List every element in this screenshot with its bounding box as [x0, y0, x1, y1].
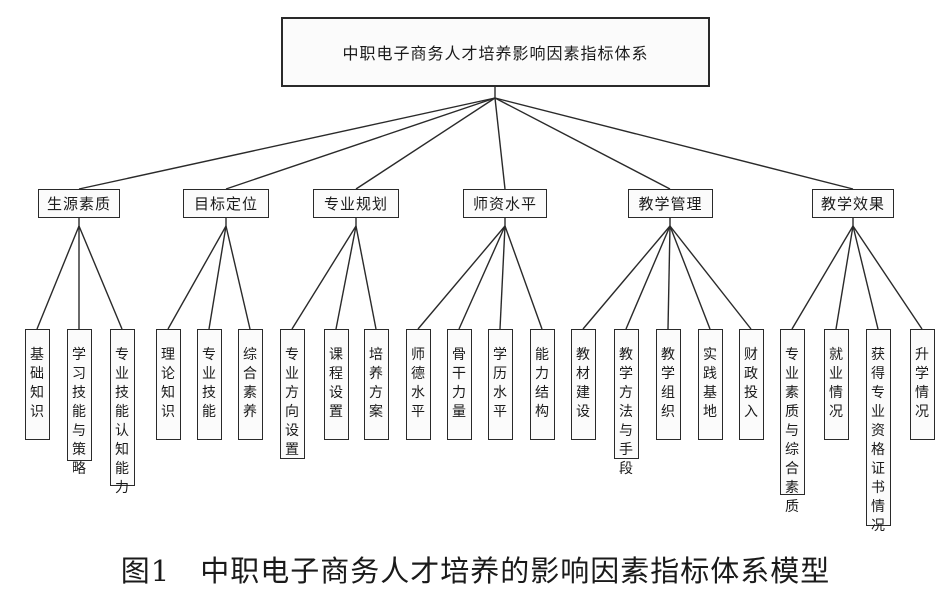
category-to-leaf-line: [291, 225, 357, 330]
leaf-node-4-4: 能力结构: [529, 329, 555, 440]
category-to-leaf-line: [36, 225, 80, 330]
category-node-1: 生源素质: [38, 189, 120, 218]
leaf-node-1-2: 学习技能与策略: [66, 329, 92, 477]
leaf-node-6-1: 专业素质与综合素质: [779, 329, 805, 515]
leaf-node-4-3: 学历水平: [487, 329, 513, 440]
category-to-leaf-line: [499, 225, 506, 330]
category-to-leaf-line: [835, 225, 854, 330]
leaf-node-2-2: 专业技能: [196, 329, 222, 440]
category-to-leaf-line: [504, 225, 543, 330]
category-to-leaf-line: [667, 225, 671, 330]
leaf-node-1-1: 基础知识: [24, 329, 50, 440]
category-to-leaf-line: [669, 225, 752, 330]
leaf-node-5-3: 教学组织: [655, 329, 681, 440]
leaf-node-6-3: 获得专业资格证书情况: [865, 329, 891, 534]
category-node-6: 教学效果: [812, 189, 894, 218]
root-to-category-line: [225, 97, 496, 190]
leaf-node-3-3: 培养方案: [363, 329, 389, 440]
leaf-node-3-1: 专业方向设置: [279, 329, 305, 459]
category-to-leaf-line: [458, 225, 506, 330]
category-to-leaf-line: [417, 225, 506, 330]
category-to-leaf-line: [167, 225, 227, 330]
category-to-leaf-line: [669, 225, 711, 330]
root-to-category-line: [355, 97, 496, 190]
leaf-node-2-1: 理论知识: [155, 329, 181, 440]
leaf-node-5-2: 教学方法与手段: [613, 329, 639, 477]
root-node: 中职电子商务人才培养影响因素指标体系: [281, 17, 710, 87]
leaf-node-5-1: 教材建设: [570, 329, 596, 440]
leaf-node-6-2: 就业情况: [823, 329, 849, 440]
category-to-leaf-line: [852, 225, 923, 330]
root-to-category-line: [494, 97, 854, 190]
category-node-5: 教学管理: [628, 189, 713, 218]
category-to-leaf-line: [625, 225, 671, 330]
category-to-leaf-line: [582, 225, 671, 330]
category-to-leaf-line: [225, 225, 251, 330]
figure-caption: 图1 中职电子商务人才培养的影响因素指标体系模型: [120, 554, 831, 588]
category-to-leaf-line: [335, 225, 357, 330]
category-to-leaf-line: [852, 225, 879, 330]
category-to-leaf-line: [78, 225, 123, 330]
root-to-category-line: [494, 97, 506, 190]
category-to-leaf-line: [208, 225, 227, 330]
category-node-4: 师资水平: [463, 189, 547, 218]
leaf-node-1-3: 专业技能认知能力: [109, 329, 135, 496]
leaf-node-2-3: 综合素养: [237, 329, 263, 440]
leaf-node-3-2: 课程设置: [323, 329, 349, 440]
root-to-category-line: [78, 97, 496, 190]
leaf-node-4-2: 骨干力量: [446, 329, 472, 440]
leaf-node-5-4: 实践基地: [697, 329, 723, 440]
category-node-2: 目标定位: [183, 189, 269, 218]
leaf-node-4-1: 师德水平: [405, 329, 431, 440]
root-to-category-line: [494, 97, 671, 190]
category-to-leaf-line: [791, 225, 854, 330]
leaf-node-6-4: 升学情况: [909, 329, 935, 440]
category-to-leaf-line: [355, 225, 377, 330]
leaf-node-5-5: 财政投入: [738, 329, 764, 440]
category-node-3: 专业规划: [313, 189, 399, 218]
